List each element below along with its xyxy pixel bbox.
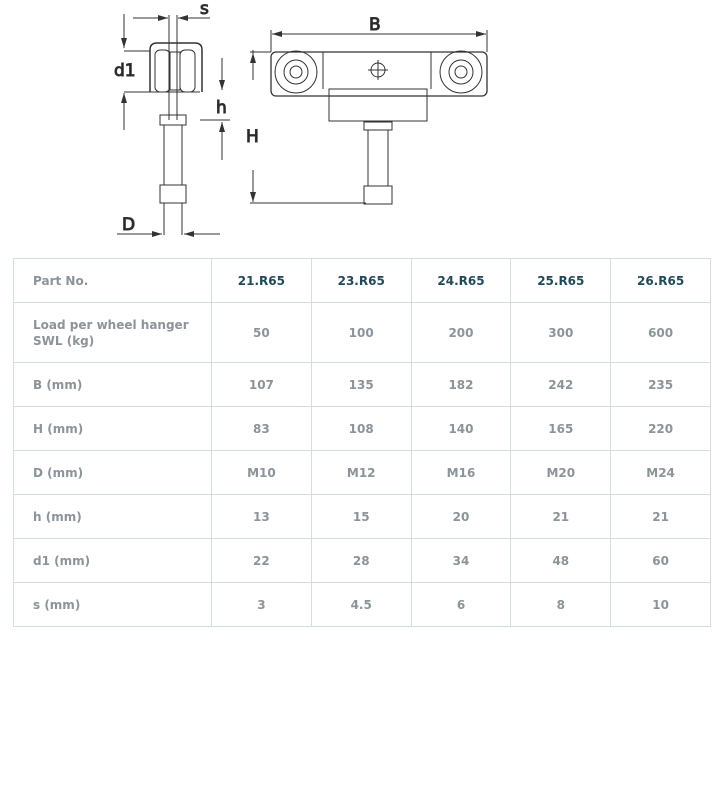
- cell-value: 600: [610, 302, 711, 363]
- cell-value: 21: [510, 494, 612, 539]
- dim-label-D: D: [122, 215, 135, 235]
- dim-label-H: H: [246, 127, 259, 147]
- cell-value: 235: [610, 362, 711, 407]
- row-label: s (mm): [13, 582, 212, 627]
- cell-value: 107: [211, 362, 312, 407]
- row-label: d1 (mm): [13, 538, 212, 583]
- cell-value: 200: [410, 302, 512, 363]
- cell-value: M20: [510, 450, 612, 495]
- row-label: Load per wheel hanger SWL (kg): [13, 302, 212, 363]
- cell-value: 140: [410, 406, 512, 451]
- part-number: 21.R65: [211, 258, 312, 303]
- cell-value: 50: [211, 302, 312, 363]
- dim-label-s: s: [200, 0, 209, 19]
- cell-value: 10: [610, 582, 711, 627]
- cell-value: 242: [510, 362, 612, 407]
- table-header-row: Part No. 21.R65 23.R65 24.R65 25.R65 26.…: [13, 258, 711, 303]
- row-label: B (mm): [13, 362, 212, 407]
- part-number: 23.R65: [310, 258, 412, 303]
- cell-value: 60: [610, 538, 711, 583]
- cell-value: 100: [310, 302, 412, 363]
- cell-value: M24: [610, 450, 711, 495]
- technical-drawing: s d1 h D B: [114, 0, 488, 237]
- row-label: D (mm): [13, 450, 212, 495]
- cell-value: 108: [310, 406, 412, 451]
- part-number: 25.R65: [510, 258, 612, 303]
- cell-value: 34: [410, 538, 512, 583]
- row-label: Part No.: [13, 258, 212, 303]
- cell-value: M10: [211, 450, 312, 495]
- cell-value: 83: [211, 406, 312, 451]
- cell-value: 8: [510, 582, 612, 627]
- cell-value: M16: [410, 450, 512, 495]
- front-view: B H: [246, 15, 488, 205]
- cell-value: 28: [310, 538, 412, 583]
- cell-value: 20: [410, 494, 512, 539]
- cell-value: 4.5: [310, 582, 412, 627]
- part-number: 24.R65: [410, 258, 512, 303]
- cell-value: 13: [211, 494, 312, 539]
- cell-value: 15: [310, 494, 412, 539]
- side-view: s d1 h D: [114, 0, 230, 237]
- cell-value: 22: [211, 538, 312, 583]
- dim-label-B: B: [369, 15, 381, 35]
- cell-value: 182: [410, 362, 512, 407]
- specification-table: Part No. 21.R65 23.R65 24.R65 25.R65 26.…: [13, 258, 711, 627]
- dim-label-h: h: [216, 98, 227, 118]
- part-number: 26.R65: [610, 258, 711, 303]
- cell-value: 165: [510, 406, 612, 451]
- dim-label-d1: d1: [114, 61, 136, 81]
- cell-value: 21: [610, 494, 711, 539]
- cell-value: 3: [211, 582, 312, 627]
- row-label: H (mm): [13, 406, 212, 451]
- cell-value: 6: [410, 582, 512, 627]
- cell-value: 300: [510, 302, 612, 363]
- cell-value: 135: [310, 362, 412, 407]
- cell-value: M12: [310, 450, 412, 495]
- cell-value: 220: [610, 406, 711, 451]
- row-label: h (mm): [13, 494, 212, 539]
- cell-value: 48: [510, 538, 612, 583]
